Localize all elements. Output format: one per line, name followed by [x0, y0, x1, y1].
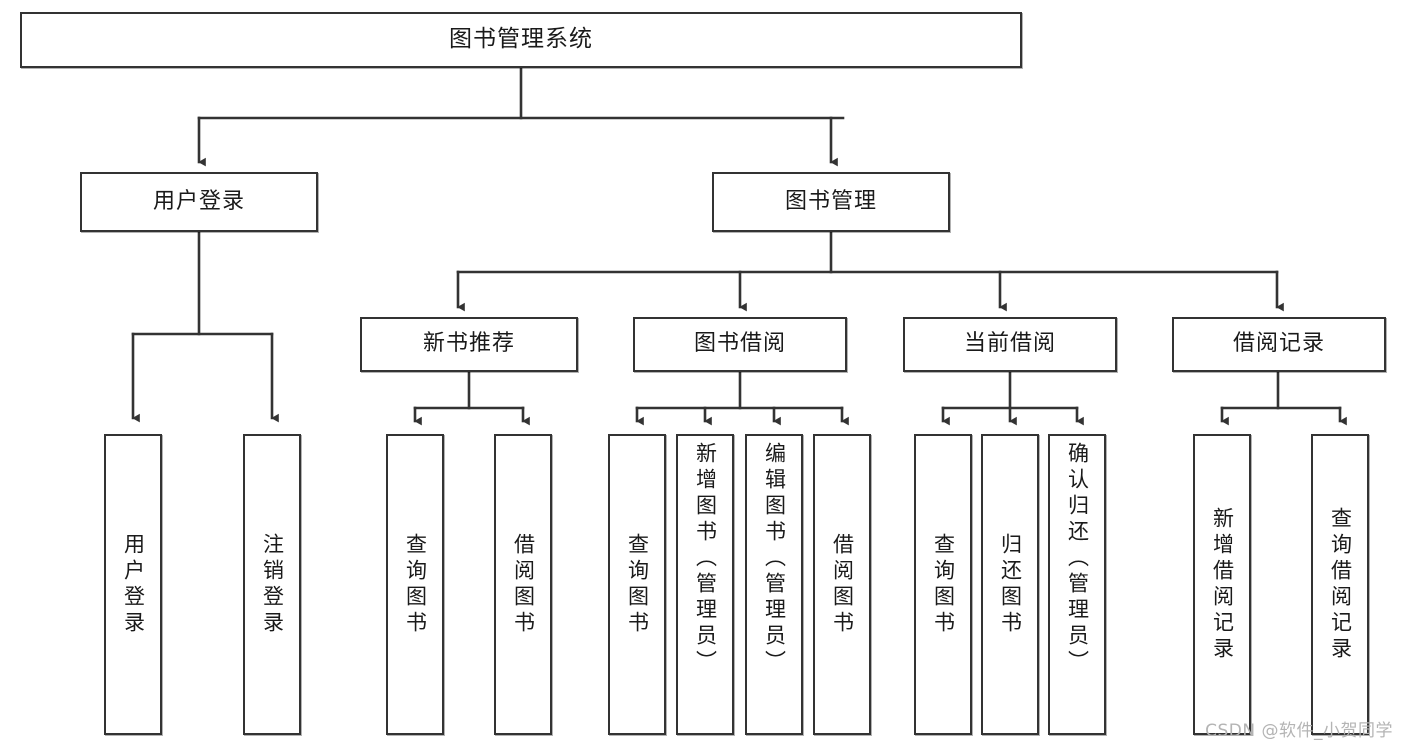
node-borrow-record-label: 借阅记录 [1232, 331, 1325, 357]
leaf-borrow-book-1[interactable]: 借阅图书 [494, 434, 552, 735]
node-borrow-record[interactable]: 借阅记录 [1172, 317, 1386, 372]
leaf-add-record[interactable]: 新增借阅记录 [1193, 434, 1251, 735]
leaf-confirm-return[interactable]: 确认归还（管理员） [1048, 434, 1106, 735]
leaf-confirm-return-label: 确认归还（管理员） [1065, 442, 1090, 676]
leaf-logout[interactable]: 注销登录 [243, 434, 301, 735]
node-new-book-rec[interactable]: 新书推荐 [360, 317, 578, 372]
leaf-borrow-book-2-label: 借阅图书 [830, 532, 855, 637]
leaf-return-book[interactable]: 归还图书 [981, 434, 1039, 735]
leaf-edit-book-label: 编辑图书（管理员） [762, 442, 787, 676]
leaf-edit-book[interactable]: 编辑图书（管理员） [745, 434, 803, 735]
leaf-query-record-label: 查询借阅记录 [1328, 506, 1353, 663]
node-user-login-label: 用户登录 [152, 188, 245, 214]
watermark: CSDN @软件_小贺同学 [1205, 721, 1393, 741]
leaf-query-book-3[interactable]: 查询图书 [914, 434, 972, 735]
leaf-query-book-2[interactable]: 查询图书 [608, 434, 666, 735]
leaf-query-book-1[interactable]: 查询图书 [386, 434, 444, 735]
node-book-manage-label: 图书管理 [784, 188, 877, 214]
node-book-borrow[interactable]: 图书借阅 [633, 317, 847, 372]
node-root-label: 图书管理系统 [449, 26, 593, 53]
node-user-login[interactable]: 用户登录 [80, 172, 318, 232]
leaf-logout-label: 注销登录 [260, 532, 285, 637]
node-current-borrow-label: 当前借阅 [963, 331, 1056, 357]
leaf-return-book-label: 归还图书 [998, 532, 1023, 637]
leaf-user-login[interactable]: 用户登录 [104, 434, 162, 735]
node-new-book-rec-label: 新书推荐 [422, 331, 515, 357]
leaf-user-login-label: 用户登录 [121, 532, 146, 637]
leaf-add-book-label: 新增图书（管理员） [693, 442, 718, 676]
leaf-borrow-book-2[interactable]: 借阅图书 [813, 434, 871, 735]
node-root[interactable]: 图书管理系统 [20, 12, 1022, 68]
leaf-query-record[interactable]: 查询借阅记录 [1311, 434, 1369, 735]
node-current-borrow[interactable]: 当前借阅 [903, 317, 1117, 372]
leaf-query-book-1-label: 查询图书 [403, 532, 428, 637]
leaf-query-book-2-label: 查询图书 [625, 532, 650, 637]
node-book-manage[interactable]: 图书管理 [712, 172, 950, 232]
leaf-borrow-book-1-label: 借阅图书 [511, 532, 536, 637]
leaf-add-book[interactable]: 新增图书（管理员） [676, 434, 734, 735]
leaf-add-record-label: 新增借阅记录 [1210, 506, 1235, 663]
leaf-query-book-3-label: 查询图书 [931, 532, 956, 637]
node-book-borrow-label: 图书借阅 [693, 331, 786, 357]
